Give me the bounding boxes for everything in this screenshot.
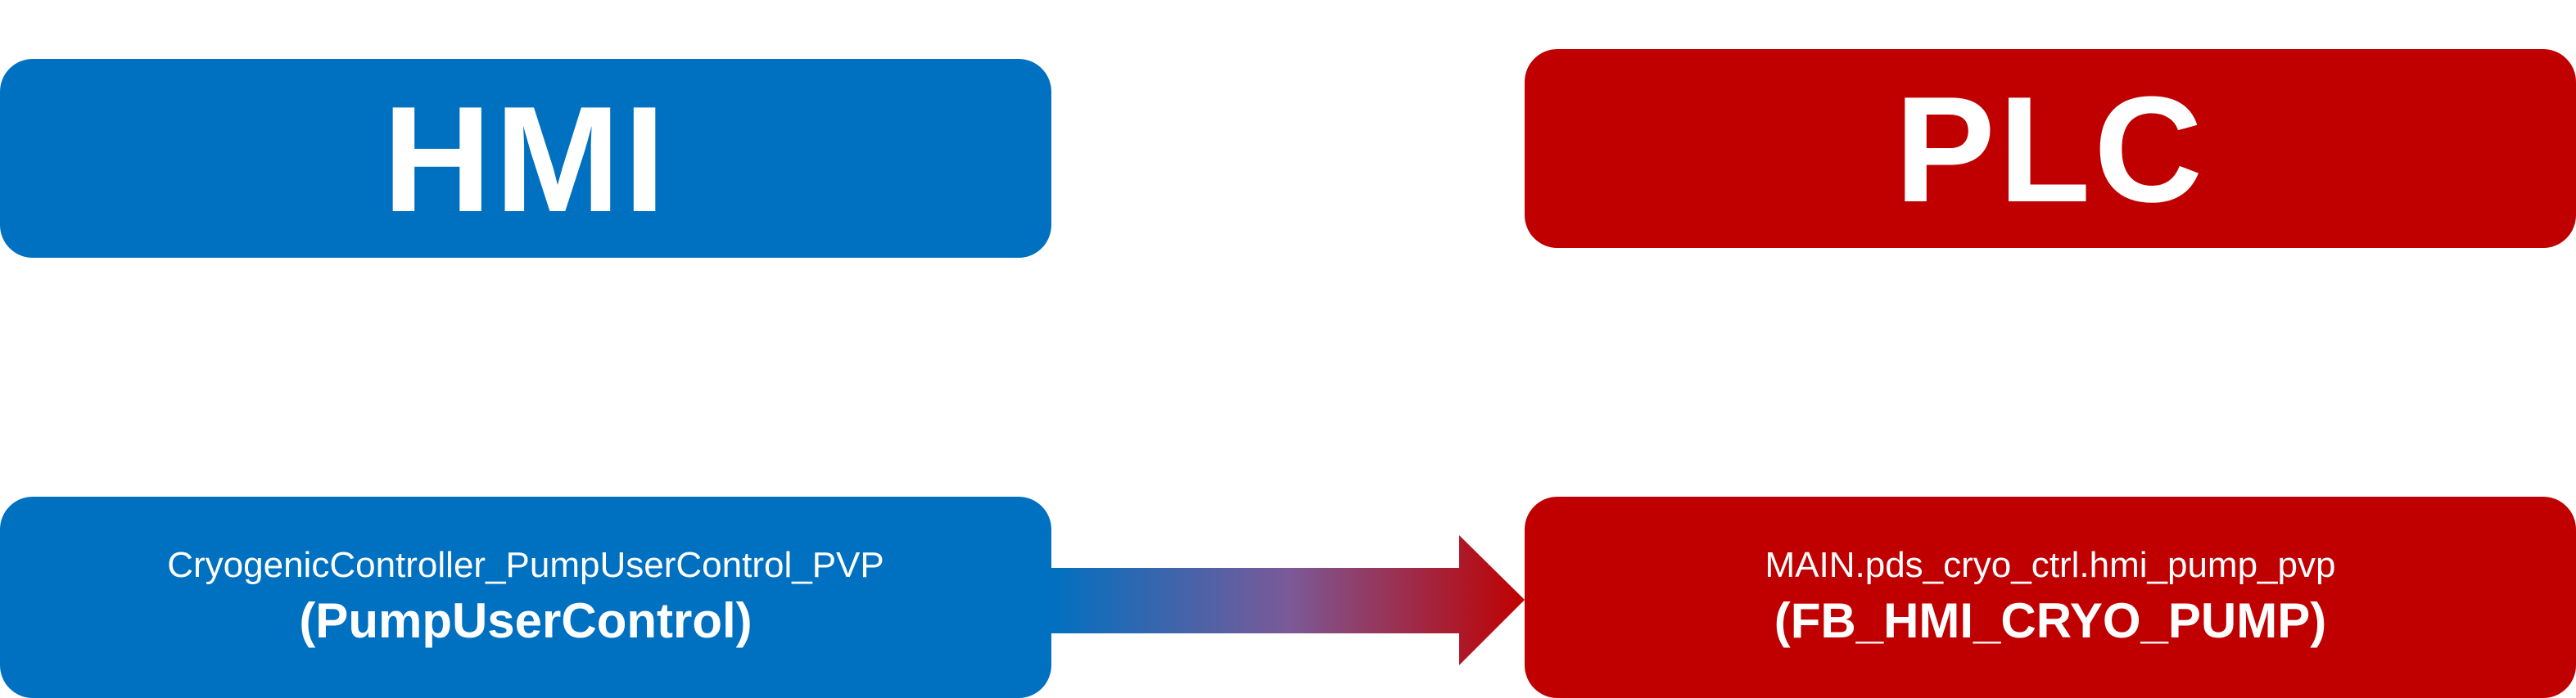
hmi-pv-name: CryogenicController_PumpUserControl_PVP xyxy=(167,545,884,586)
hmi-title: HMI xyxy=(382,74,669,243)
plc-title: PLC xyxy=(1895,64,2206,233)
hmi-type-name: (PumpUserControl) xyxy=(299,592,752,648)
plc-variable-box: MAIN.pds_cryo_ctrl.hmi_pump_pvp (FB_HMI_… xyxy=(1525,497,2576,698)
hmi-variable-box: CryogenicController_PumpUserControl_PVP … xyxy=(0,497,1051,698)
plc-header-box: PLC xyxy=(1525,49,2576,248)
arrow-right-icon xyxy=(1051,535,1525,665)
plc-pv-name: MAIN.pds_cryo_ctrl.hmi_pump_pvp xyxy=(1765,545,2336,586)
plc-type-name: (FB_HMI_CRYO_PUMP) xyxy=(1774,592,2327,648)
hmi-header-box: HMI xyxy=(0,59,1051,258)
